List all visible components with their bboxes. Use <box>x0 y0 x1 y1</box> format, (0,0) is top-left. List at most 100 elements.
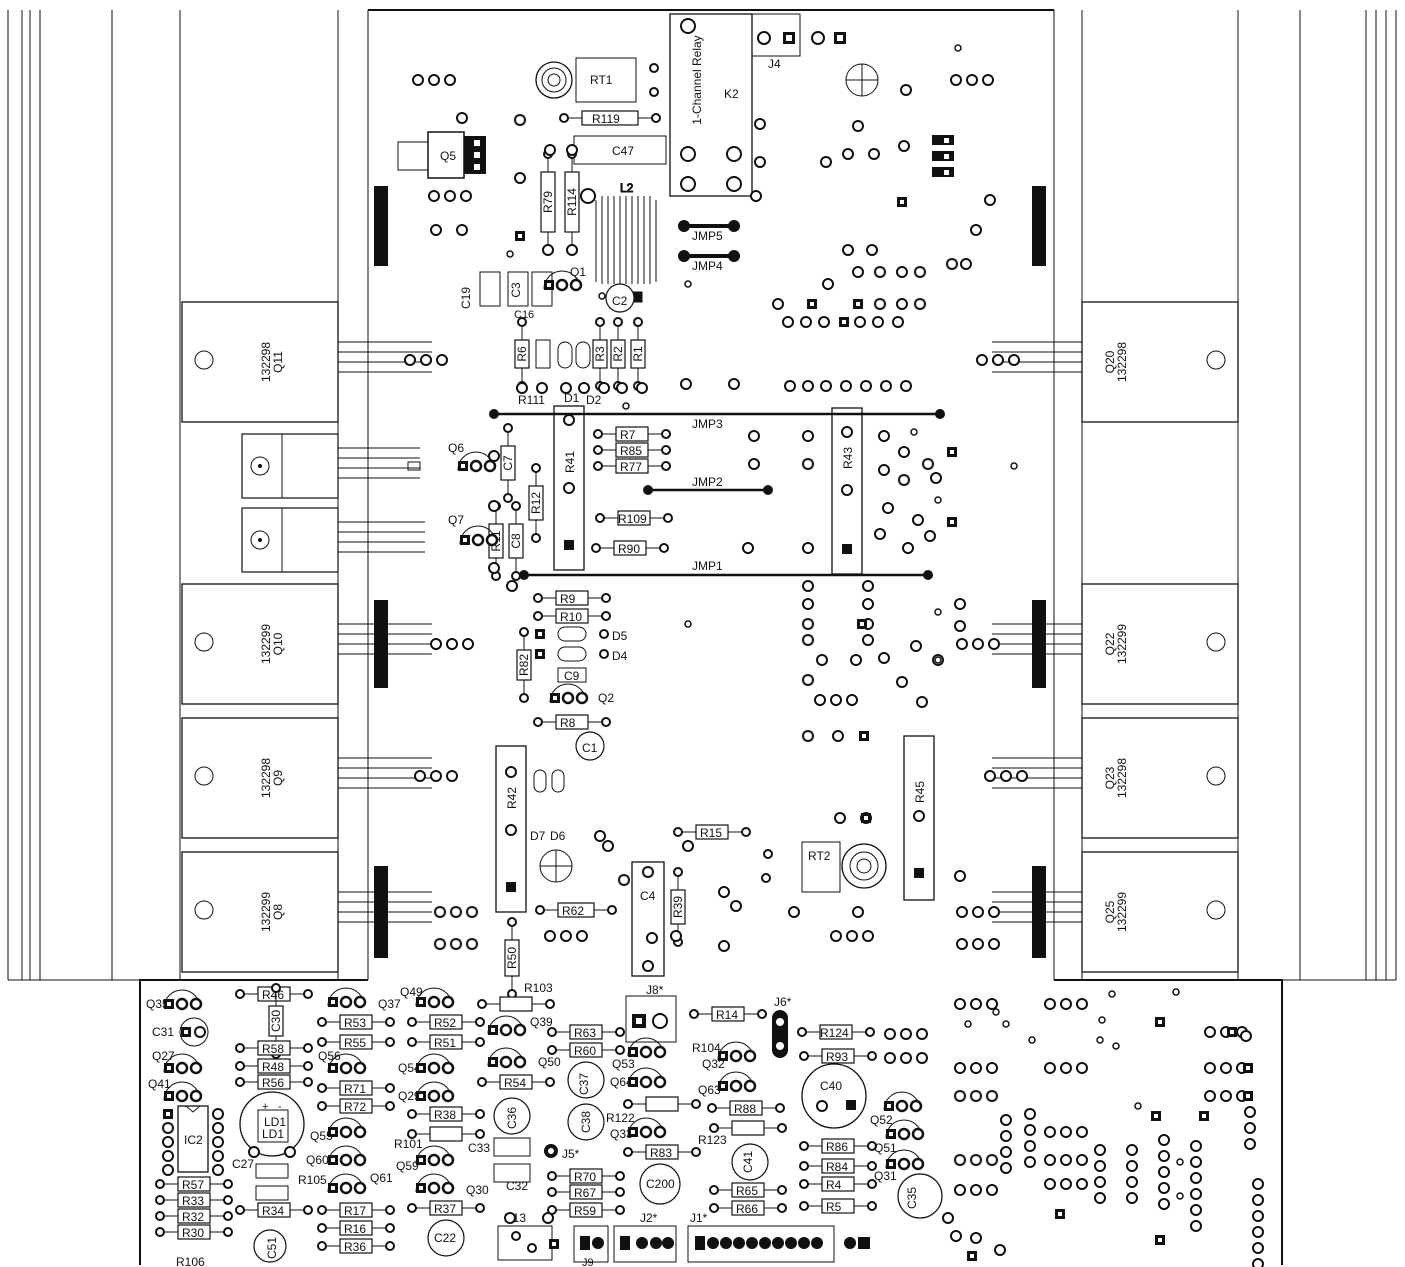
label-ld1-inner: LD1 <box>264 1115 286 1129</box>
label-r123: R123 <box>698 1133 727 1147</box>
part-number-q8: 132299 <box>259 892 273 932</box>
label-r53: R53 <box>344 1016 366 1030</box>
transistor-q61 <box>327 1173 367 1195</box>
label-c40: C40 <box>820 1079 842 1093</box>
thermistor-rt1: RT1 <box>535 57 659 103</box>
label-r48: R48 <box>262 1060 284 1074</box>
label-r66: R66 <box>736 1202 758 1216</box>
transistor-q30 <box>415 1173 455 1195</box>
label-d5: D5 <box>612 629 628 643</box>
transistor-q49 <box>415 987 455 1009</box>
label-d6: D6 <box>550 829 566 843</box>
resistor-r67: R67 <box>547 1184 625 1200</box>
label-q2: Q2 <box>598 691 614 705</box>
resistor-r45: R45 <box>903 735 935 901</box>
resistor-r48: R48 <box>235 1058 313 1074</box>
label-r124: R124 <box>820 1026 849 1040</box>
label-q22: Q22 <box>1103 632 1117 655</box>
relay-text: 1-Channel Relay <box>690 35 704 124</box>
label-q5: Q5 <box>440 149 456 163</box>
resistor-r15: R15 <box>673 824 751 840</box>
label-l2: L2 <box>620 181 634 195</box>
label-c1: C1 <box>582 741 598 755</box>
label-jmp3: JMP3 <box>692 417 723 431</box>
resistor-r54: R54 <box>477 1074 555 1090</box>
label-r33: R33 <box>182 1194 204 1208</box>
label-r9: R9 <box>560 592 576 606</box>
transistor-q27 <box>163 1053 203 1075</box>
resistor-r83: R83 <box>623 1144 701 1160</box>
resistor-r42: R42 <box>495 745 527 913</box>
connector-j8: J8* <box>625 983 677 1043</box>
capacitor-c36: C36 <box>493 1097 531 1135</box>
label-r88: R88 <box>734 1102 756 1116</box>
label-r55: R55 <box>344 1036 366 1050</box>
transistor-q54 <box>415 1053 455 1075</box>
resistor-r33: R33 <box>155 1192 233 1208</box>
label-r32: R32 <box>182 1210 204 1224</box>
svg-text:+: + <box>262 1101 268 1113</box>
label-jmp1: JMP1 <box>692 559 723 573</box>
label-q7: Q7 <box>448 513 464 527</box>
transistor-q59 <box>415 1145 455 1167</box>
resistor-r62: R62 <box>535 902 617 918</box>
label-q6: Q6 <box>448 441 464 455</box>
resistor-r12: R12 <box>528 463 544 543</box>
transistor-q51 <box>885 1119 925 1141</box>
label-r42: R42 <box>505 787 519 809</box>
label-r85: R85 <box>620 444 642 458</box>
label-j1: J1* <box>690 1211 708 1225</box>
label-r5: R5 <box>826 1200 842 1214</box>
label-r3: R3 <box>593 346 607 362</box>
label-q60: Q60 <box>306 1153 329 1167</box>
resistor-r124: R124 <box>797 1024 875 1040</box>
transistor-q1 <box>543 270 583 292</box>
resistor-r114: R114 <box>564 149 580 255</box>
resistor-r34: R34 <box>235 1202 313 1218</box>
label-r52: R52 <box>434 1016 456 1030</box>
label-r34: R34 <box>262 1204 284 1218</box>
label-q55: Q55 <box>310 1129 333 1143</box>
label-q53: Q53 <box>612 1057 635 1071</box>
transistor-q53 <box>627 1037 667 1059</box>
resistor-r109: R109 <box>595 510 673 526</box>
label-r109: R109 <box>618 512 647 526</box>
label-c51: C51 <box>265 1237 279 1259</box>
jumper-jmp5: JMP5 <box>678 220 740 243</box>
label-r111: R111 <box>518 393 545 407</box>
transistor-q50 <box>487 1047 527 1069</box>
resistor-r86: R86 <box>799 1138 877 1154</box>
resistor-r57: R57 <box>155 1176 233 1192</box>
label-r90: R90 <box>618 542 640 556</box>
label-r50: R50 <box>505 947 519 969</box>
label-r114: R114 <box>565 188 579 216</box>
resistor-r43: R43 <box>831 407 863 575</box>
part-number-q25: 132299 <box>1115 892 1129 932</box>
label-c2: C2 <box>612 294 628 308</box>
capacitor-c22: C22 <box>427 1219 465 1257</box>
label-r37: R37 <box>434 1202 456 1216</box>
transistor-q60 <box>327 1145 367 1167</box>
q4-package <box>241 507 425 573</box>
label-rt2: RT2 <box>808 849 831 863</box>
label-q25: Q25 <box>1103 900 1117 923</box>
label-j2: J2* <box>640 1211 658 1225</box>
diode-d4: D4 <box>557 646 628 663</box>
q3-package <box>241 433 421 499</box>
resistor-c8: C8 <box>508 501 524 581</box>
label-r16: R16 <box>344 1222 366 1236</box>
part-number-q20: 132298 <box>1115 342 1129 382</box>
resistor-r77: R77 <box>593 458 671 474</box>
label-q31: Q31 <box>874 1169 897 1183</box>
label-r43: R43 <box>841 447 855 469</box>
capacitor-c37: C37 <box>567 1061 605 1099</box>
label-j9: J9 <box>582 1257 594 1267</box>
transistor-q41 <box>163 1081 203 1103</box>
resistor-r8: R8 <box>533 714 611 730</box>
